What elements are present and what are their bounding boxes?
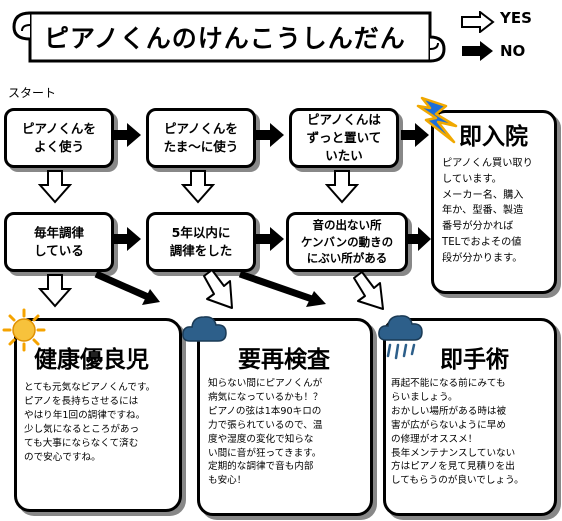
question-box-use-rarely: ピアノくんを たま～に使う (146, 108, 256, 168)
no-arrow-q5-to-q6 (256, 227, 284, 251)
no-arrow-q4-to-q5 (113, 227, 141, 251)
no-arrow-q1-to-q2 (113, 123, 141, 147)
question-box-dead-keys: 音の出ない所 ケンバンの動きの にぶい所がある (286, 212, 408, 272)
yes-arrow-q2-to-q5 (181, 170, 215, 204)
result-healthy-box (14, 318, 182, 512)
rain-cloud-icon (378, 315, 423, 360)
lightning-icon (416, 96, 458, 144)
result-surgery-text: 再起不能になる前にみても らいましょう。 おかしい場所がある時は被 害が広がらな… (391, 378, 524, 487)
page-title: ピアノくんのけんこうしんだん (44, 24, 406, 53)
yes-arrow-icon (461, 11, 495, 33)
immediate-title: 即入院 (459, 124, 528, 150)
no-arrow-q5-to-surgery (238, 270, 326, 307)
yes-arrow-q6-to-surgery (353, 271, 384, 310)
result-healthy-title: 健康優良児 (34, 347, 149, 373)
result-surgery-title: 即手術 (440, 347, 509, 373)
title-banner (12, 11, 446, 63)
result-recheck-box (197, 318, 373, 516)
no-arrow-q4-to-recheck (94, 270, 160, 305)
yes-arrow-q4-to-healthy (38, 274, 72, 308)
yes-arrow-q1-to-q4 (38, 170, 72, 204)
no-arrow-q6-to-hospital (405, 227, 431, 251)
legend-no-label: NO (500, 42, 526, 60)
no-arrow-icon (462, 41, 493, 61)
legend-yes-label: YES (500, 9, 532, 27)
question-box-keep-piano: ピアノくんは ずっと置いて いたい (289, 108, 399, 168)
sun-icon (2, 308, 46, 352)
yes-arrow-q3-to-q6 (325, 170, 359, 204)
no-arrow-q2-to-q3 (256, 123, 284, 147)
question-box-tuned-5-years: 5年以内に 調律をした (146, 212, 256, 272)
result-healthy-text: とても元気なピアノくんです。 ピアノを長持ちさせるには やはり年1回の調律ですね… (24, 382, 156, 463)
question-box-use-often: ピアノくんを よく使う (4, 108, 114, 168)
result-recheck-text: 知らない間にピアノくんが 病気になっているかも！？ ピアノの弦は1本90キロの … (208, 378, 323, 487)
immediate-text: ピアノくん買い取り しています。 メーカー名、購入 年か、型番、製造 番号が分か… (442, 158, 533, 264)
cloud-icon (182, 316, 227, 342)
no-arrow-q3-to-hospital (401, 123, 429, 147)
start-label: スタート (8, 86, 57, 100)
yes-arrow-q5-to-recheck (203, 269, 233, 309)
scroll-banner-icon (12, 11, 446, 63)
question-box-tuned-yearly: 毎年調律 している (4, 212, 114, 272)
result-recheck-title: 要再検査 (238, 347, 330, 373)
